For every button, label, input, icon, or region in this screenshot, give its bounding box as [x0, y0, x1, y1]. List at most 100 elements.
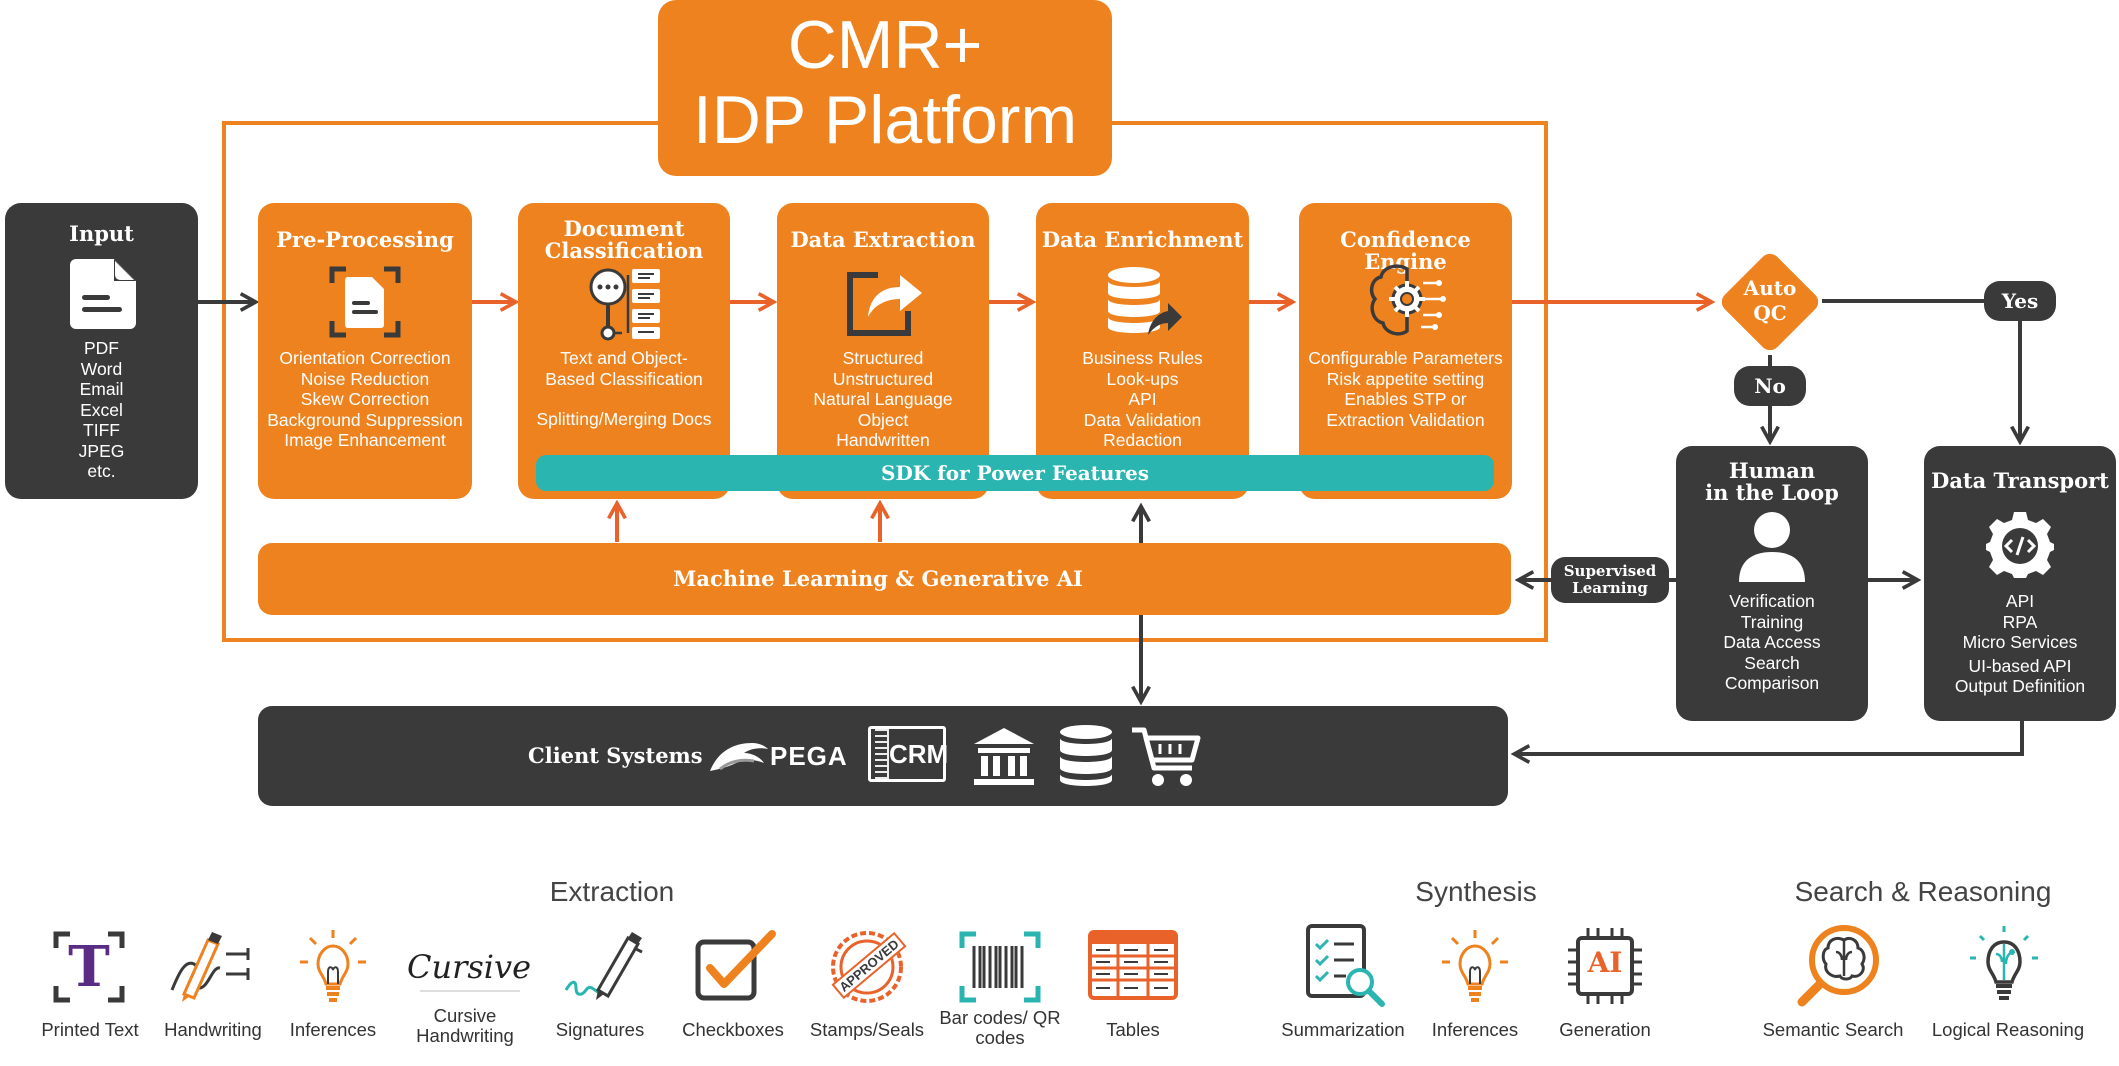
auto-qc-line1: Auto — [1743, 276, 1797, 300]
arrow-yes-path — [1822, 299, 2020, 440]
auto-qc-decision: Auto QC — [1717, 249, 1823, 355]
transport-item: RPA — [2002, 611, 2038, 632]
pega-logo-text: PEGA — [770, 741, 848, 771]
auto-qc-line2: QC — [1753, 301, 1787, 325]
hitl-item: Comparison — [1724, 673, 1820, 693]
capability-label: Handwriting — [164, 1019, 262, 1040]
stage-item: Business Rules — [1082, 348, 1203, 368]
stage-item: Configurable Parameters — [1308, 348, 1503, 368]
extraction-section-title: Extraction — [549, 876, 675, 907]
stage-item: Background Suppression — [267, 409, 463, 430]
stage-title: Pre-Processing — [276, 227, 454, 252]
platform-title-line1: CMR+ — [787, 7, 983, 83]
platform-title-line2: IDP Platform — [692, 82, 1078, 158]
printed-text-icon — [53, 931, 125, 1003]
arrow-transport-to-client — [1516, 720, 2024, 754]
bank-icon — [974, 728, 1034, 785]
stage-item: Image Enhancement — [284, 430, 446, 450]
document-icon — [70, 259, 136, 329]
input-format: etc. — [87, 461, 116, 481]
input-formats: PDF Word Email Excel TIFF JPEG etc. — [5, 338, 198, 482]
stage-items: Text and Object- Based Classification Sp… — [518, 348, 730, 430]
input-format: PDF — [84, 338, 119, 358]
stage-item: Extraction Validation — [1326, 409, 1485, 430]
transport-title: Data Transport — [1931, 468, 2109, 493]
crm-logo: CRM — [868, 726, 949, 782]
checkbox-icon — [695, 930, 776, 1001]
stage-item: Risk appetite setting — [1326, 368, 1485, 389]
stage-title-line2: Classification — [544, 238, 704, 263]
table-icon — [1088, 930, 1178, 1000]
stage-item: API — [1128, 389, 1157, 409]
stage-item: Data Validation — [1083, 409, 1202, 430]
database-icon — [1060, 725, 1112, 786]
database-upload-icon — [1108, 267, 1182, 335]
data-transport-box: Data Transport API RPA Micro Services UI… — [1924, 446, 2116, 721]
cursive-underline — [420, 990, 520, 992]
transport-item: Micro Services — [1962, 632, 2078, 652]
stage-items: Structured Unstructured Natural Language… — [777, 348, 989, 451]
cursive-sample: Cursive — [406, 948, 532, 986]
supervised-line1: Supervised — [1563, 562, 1657, 580]
stage-item: Unstructured — [832, 368, 934, 389]
capability-label: Inferences — [289, 1019, 377, 1040]
supervised-learning-badge: Supervised Learning — [1551, 557, 1669, 603]
classification-icon — [589, 268, 660, 341]
stage-item: Object — [857, 409, 909, 430]
lightbulb-icon — [1442, 930, 1508, 1002]
barcode-icon — [959, 931, 1041, 1003]
transport-item: API — [2005, 591, 2035, 611]
stage-item: Handwritten — [836, 430, 930, 450]
ai-chip-icon — [1568, 928, 1642, 1004]
input-format: Word — [80, 358, 123, 379]
hitl-title-line1: Human — [1728, 458, 1816, 483]
stage-item: Orientation Correction — [279, 348, 451, 368]
stage-title-line1: Document — [563, 216, 685, 241]
stage-confidence: Confidence Engine Configurable Parameter… — [1299, 203, 1512, 499]
no-badge: No — [1734, 366, 1806, 406]
synthesis-section-title: Synthesis — [1415, 876, 1537, 907]
capability-label: Signatures — [555, 1019, 645, 1040]
stage-item: Text and Object- — [560, 348, 688, 368]
capability-label: Printed Text — [41, 1019, 139, 1040]
stage-item: Structured — [842, 348, 924, 368]
input-format: TIFF — [83, 420, 120, 440]
hitl-item: Training — [1740, 611, 1804, 632]
summarization-icon — [1306, 924, 1385, 1007]
stage-item-spacer — [518, 389, 730, 409]
capability-label: Generation — [1559, 1019, 1651, 1040]
client-systems-bar: Client Systems PEGA CRM — [258, 706, 1508, 806]
ai-chip-glyph: AI — [1587, 946, 1623, 979]
input-format: Excel — [80, 399, 123, 420]
stage-extraction: Data Extraction Structured Unstructured … — [777, 203, 989, 499]
stage-items: Orientation Correction Noise Reduction S… — [258, 348, 472, 451]
stage-classification: Document Classification Text and Object-… — [518, 203, 730, 499]
capability-label: Inferences — [1431, 1019, 1519, 1040]
api-gear-icon — [1986, 512, 2054, 578]
person-icon — [1739, 512, 1805, 582]
hitl-title-line2: in the Loop — [1705, 480, 1839, 505]
input-box: Input PDF Word Email Excel TIFF JPEG etc… — [5, 203, 198, 499]
capability-label: Bar codes/ QR codes — [939, 1007, 1061, 1048]
crm-logo-text: CRM — [889, 739, 949, 769]
capability-label: Logical Reasoning — [1931, 1019, 2085, 1040]
ml-label: Machine Learning & Generative AI — [673, 566, 1083, 591]
supervised-line2: Learning — [1572, 579, 1648, 597]
stage-item: Look-ups — [1106, 368, 1179, 389]
ml-bar: Machine Learning & Generative AI — [258, 543, 1511, 615]
capability-label: Tables — [1106, 1019, 1160, 1040]
stage-item: Skew Correction — [300, 389, 430, 409]
hitl-item: Data Access — [1723, 632, 1821, 652]
platform-title-box: CMR+ IDP Platform — [658, 0, 1112, 176]
stage-item: Based Classification — [545, 368, 703, 389]
shopping-cart-icon — [1132, 727, 1201, 786]
stage-item: Splitting/Merging Docs — [536, 409, 712, 429]
export-icon — [847, 272, 922, 336]
stage-item: Redaction — [1103, 430, 1182, 450]
lightbulb-icon — [300, 930, 366, 1002]
stage-item: Noise Reduction — [300, 368, 430, 389]
stage-title: Confidence Engine — [1340, 227, 1471, 274]
transport-item: Output Definition — [1954, 676, 2086, 696]
scan-document-icon — [329, 266, 401, 338]
transport-item: UI-based API — [1968, 655, 2072, 676]
